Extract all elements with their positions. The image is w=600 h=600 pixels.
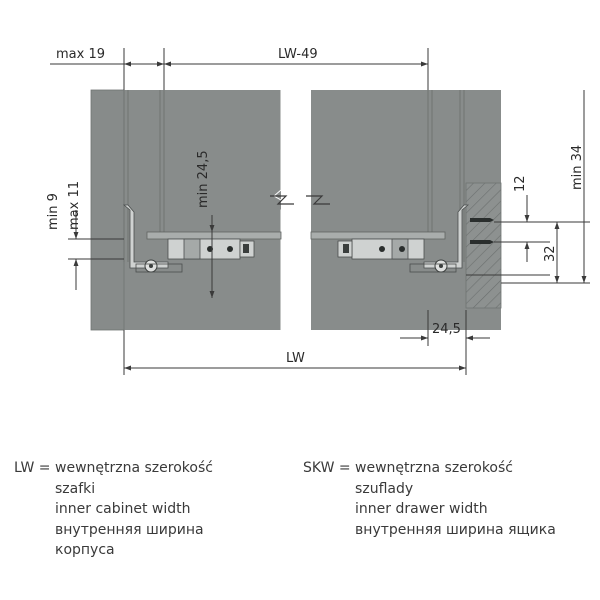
right-side-wall	[465, 182, 502, 309]
legend-lw-line: szafki	[55, 480, 96, 497]
locking-clip-left	[135, 238, 255, 273]
legend-lw-line: inner cabinet width	[55, 501, 191, 517]
drawer-bottom-left	[146, 231, 282, 240]
left-side-wall	[90, 89, 125, 331]
legend-lw-line: внутренняя ширина	[55, 521, 204, 538]
label-lw-49: LW-49	[278, 47, 318, 62]
label-min-24-5: min 24,5	[196, 150, 211, 208]
label-12: 12	[513, 175, 528, 192]
runner-profile-right	[423, 204, 470, 269]
legend-skw: SKW = wewnętrzna szerokość szuflady inne…	[303, 458, 556, 540]
break-zigzag	[270, 195, 294, 205]
label-lw: LW	[286, 351, 305, 366]
label-24-5: 24,5	[432, 322, 461, 337]
legend-skw-line: inner drawer width	[355, 501, 488, 517]
legend-skw-line: внутренняя ширина ящика	[355, 521, 556, 538]
label-32: 32	[543, 245, 558, 262]
locking-clip-right	[337, 238, 457, 273]
legend-lw: LW = wewnętrzna szerokość szafki inner c…	[14, 458, 213, 561]
legend-lw-line: корпуса	[55, 542, 115, 558]
dimension-lines	[50, 48, 590, 375]
drawer-bottom-right	[310, 231, 446, 240]
label-max-11: max 11	[67, 181, 82, 230]
label-max-19: max 19	[56, 47, 105, 62]
break-zigzag-left	[273, 90, 289, 330]
cabinet-section	[90, 88, 502, 334]
legend-skw-line: szuflady	[355, 480, 414, 497]
runner-profile-left	[122, 204, 169, 269]
legend-lw-key: LW =	[14, 460, 55, 476]
mounting-screws	[470, 218, 494, 244]
legend-lw-line: wewnętrzna szerokość	[55, 460, 213, 476]
legend-skw-key: SKW =	[303, 460, 356, 476]
break-gap	[281, 88, 311, 334]
label-min-34: min 34	[570, 145, 585, 190]
break-zigzag-right	[306, 195, 330, 205]
legend-skw-line: wewnętrzna szerokość	[355, 460, 513, 476]
label-min-9: min 9	[46, 193, 61, 230]
